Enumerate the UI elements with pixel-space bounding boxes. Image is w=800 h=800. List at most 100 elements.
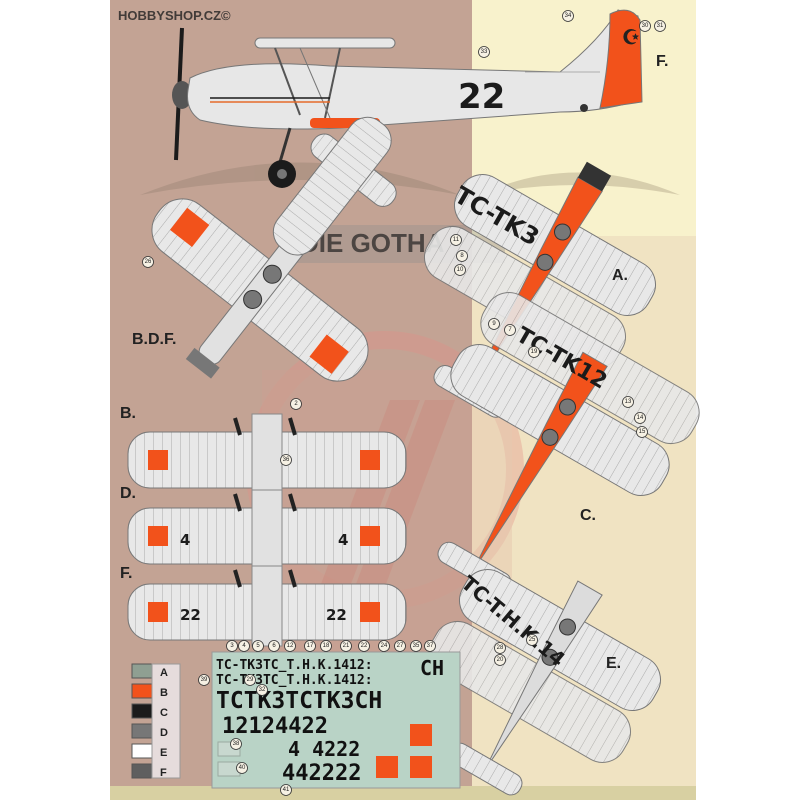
callout-number: 20: [497, 657, 504, 663]
callout-circle: [198, 674, 210, 686]
callout-circle: [456, 250, 468, 262]
callout-circle: [280, 784, 292, 796]
wing-d-number-left: 4: [180, 531, 190, 549]
callout-circle: [488, 318, 500, 330]
decal-roundel-1: [410, 724, 432, 746]
callout-circle: [358, 640, 370, 652]
label-e: E.: [606, 655, 621, 672]
label-f: F.: [120, 565, 132, 582]
callout-circle: [622, 396, 634, 408]
callout-number: 33: [481, 49, 488, 55]
color-key-e: E: [160, 747, 167, 759]
callout-circle: [290, 398, 302, 410]
callout-circle: [284, 640, 296, 652]
plan-view-e: [429, 569, 661, 796]
decal-roundel-2: [410, 756, 432, 778]
callout-number: 29: [247, 677, 254, 683]
decal-row-4: 12124422: [222, 714, 328, 739]
plan-view-bdf: [151, 116, 397, 382]
callout-number: 12: [287, 643, 294, 649]
callout-circle: [450, 234, 462, 246]
callout-circle: [244, 674, 256, 686]
callout-circle: [639, 20, 651, 32]
callout-circle: [494, 642, 506, 654]
decal-row-5: 4 4222: [288, 737, 360, 761]
callout-number: 32: [259, 687, 266, 693]
decal-row-1: TC-TK3TC_T.H.K.1412:: [216, 658, 373, 673]
callout-number: 37: [427, 643, 434, 649]
callout-circle: [378, 640, 390, 652]
color-key-c: C: [160, 707, 168, 719]
decal-row-2: TC-TK3TC_T.H.K.1412:: [216, 673, 373, 688]
label-f-top: F.: [656, 53, 668, 70]
callout-number: 35: [413, 643, 420, 649]
side-view-aircraft: [172, 9, 643, 188]
callout-circle: [494, 654, 506, 666]
callout-circle: [304, 640, 316, 652]
wing-view-d: [127, 489, 407, 571]
callout-number: 5: [256, 643, 260, 649]
decal-row-3: TCTK3TCTK3CH: [216, 688, 382, 714]
callout-circle: [526, 634, 538, 646]
label-a: A.: [612, 267, 628, 284]
color-key: A B C D E F: [131, 663, 181, 779]
callout-number: 21: [343, 643, 350, 649]
callout-number: 2: [294, 401, 298, 407]
callout-circle: [280, 454, 292, 466]
decal-roundel-3: [376, 756, 398, 778]
callout-circle: [226, 640, 238, 652]
color-key-a: A: [160, 667, 168, 679]
callout-circle: [238, 640, 250, 652]
callout-circle: [340, 640, 352, 652]
callout-circle: [256, 684, 268, 696]
callout-number: 15: [639, 429, 646, 435]
wing-view-f: [127, 565, 407, 647]
callout-circle: [252, 640, 264, 652]
callout-number: 8: [460, 253, 464, 259]
callout-circle: [320, 640, 332, 652]
callout-number: 39: [201, 677, 208, 683]
callout-circle: [528, 346, 540, 358]
plan-view-c: [437, 292, 700, 595]
callout-number: 7: [508, 327, 512, 333]
decal-sheet: TC-TK3TC_T.H.K.1412: CH TC-TK3TC_T.H.K.1…: [211, 651, 461, 789]
wing-f-number-left: 22: [180, 606, 201, 624]
callout-circle: [654, 20, 666, 32]
callout-circle: [230, 738, 242, 750]
decal-row-6: 442222: [282, 761, 361, 786]
callout-circle: [504, 324, 516, 336]
callout-number: 38: [233, 741, 240, 747]
callout-circle: [236, 762, 248, 774]
color-key-f: F: [160, 767, 167, 779]
callout-circle: [268, 640, 280, 652]
callout-circle: [562, 10, 574, 22]
callout-number: 13: [625, 399, 632, 405]
callout-number: 24: [381, 643, 388, 649]
callout-number: 9: [492, 321, 496, 327]
color-key-b: B: [160, 687, 168, 699]
color-key-d: D: [160, 727, 168, 739]
callout-circle: [454, 264, 466, 276]
callout-number: 27: [397, 643, 404, 649]
bottom-strip: [110, 786, 696, 800]
callout-circle: [394, 640, 406, 652]
callout-number: 17: [307, 643, 314, 649]
callout-number: 6: [272, 643, 276, 649]
callout-number: 36: [283, 457, 290, 463]
wing-view-b: [127, 413, 407, 495]
callout-number: 19: [531, 349, 538, 355]
callout-number: 11: [453, 237, 460, 243]
callout-number: 34: [565, 13, 572, 19]
callout-number: 31: [657, 23, 664, 29]
callout-circle: [634, 412, 646, 424]
watermark: HOBBYSHOP.CZ©: [118, 8, 231, 23]
label-b: B.: [120, 405, 136, 422]
callout-number: 14: [637, 415, 644, 421]
callout-circle: [424, 640, 436, 652]
callout-circle: [410, 640, 422, 652]
callout-number: 22: [361, 643, 368, 649]
wing-f-number-right: 22: [326, 606, 347, 624]
